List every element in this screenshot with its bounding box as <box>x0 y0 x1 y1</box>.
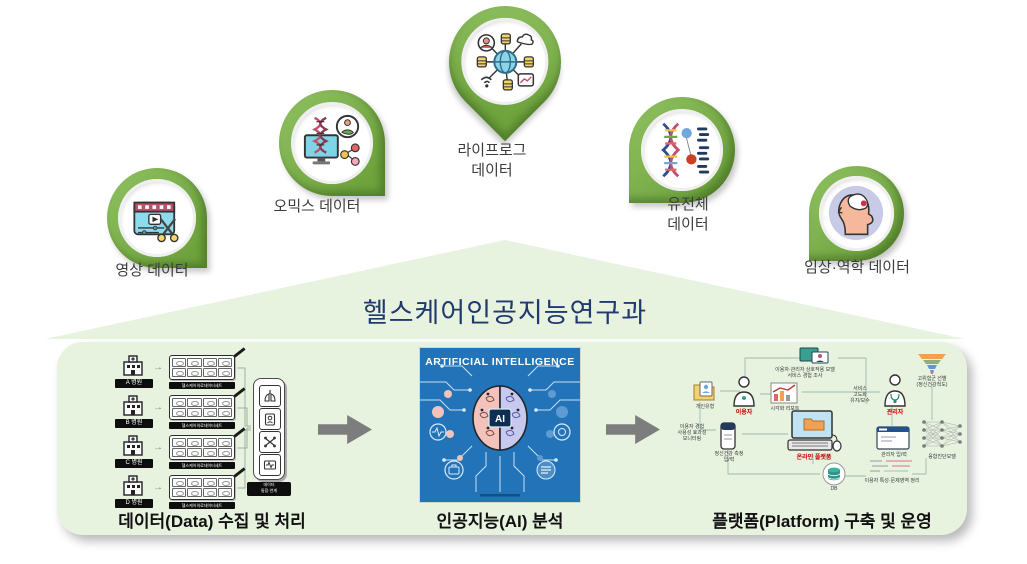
video-editing-icon <box>133 201 179 243</box>
emr-caption: 헬스케어의료데이터세트 <box>169 462 235 469</box>
profile-folder-icon <box>693 381 715 401</box>
genome-dna-icon <box>661 122 710 178</box>
clinical-head-icon <box>829 186 884 241</box>
flow-arrow-icon: → <box>153 482 163 493</box>
admin-label: 관리자 <box>886 410 904 416</box>
funnel-label: 고위험군 선별 (정신건강척도) <box>916 376 948 388</box>
analysis-label: 이용자 특성·문제영역 정리 <box>864 478 920 484</box>
hub-caption: 데이터 통합·연계 <box>247 482 291 496</box>
hospital-name-badge: B 병원 <box>115 419 153 428</box>
viz-chart-icon <box>770 382 798 404</box>
viz-label: 시각화 리포트 <box>770 406 800 412</box>
stage2-label: 인공지능(AI) 분석 <box>436 512 564 531</box>
measure-label: 정신건강 측정 입/력 <box>714 451 744 463</box>
maintain-label: 서비스 고도화 유지/보수 <box>850 386 870 404</box>
emr-caption: 헬스케어의료데이터세트 <box>169 502 235 509</box>
flow-arrow-icon: → <box>153 402 163 413</box>
admin-doctor-icon <box>884 374 906 407</box>
platform-computer-icon <box>787 410 842 452</box>
dual-screens-icon <box>799 347 829 364</box>
user-label: 이용자 <box>735 410 753 416</box>
dna-icon <box>259 431 281 453</box>
pin-label-lifelog: 라이프로그 데이터 <box>457 142 527 179</box>
stage3-connector-lines <box>699 357 933 477</box>
ai-chip-text: AI <box>495 414 505 425</box>
pin-inner-circle <box>118 179 196 257</box>
pin-label-video: 영상 데이터 <box>115 262 189 279</box>
pin-lifelog-data <box>425 0 585 142</box>
hospital-icon <box>123 395 143 416</box>
ai-banner-text: ARTIFICIAL INTELLIGENCE <box>425 356 575 368</box>
admin-io-label: 관리자 입/력 <box>881 452 907 458</box>
pin-inner-circle <box>290 101 374 185</box>
hospital-icon <box>123 435 143 456</box>
pin-inner-circle <box>640 108 724 192</box>
database-icon <box>822 462 846 486</box>
handwriting-notes-icon <box>870 460 912 472</box>
data-hub-panel <box>253 378 285 480</box>
emr-dataset-box <box>169 435 235 460</box>
stage1-connector-lines <box>237 367 251 489</box>
user-person-icon <box>733 376 755 407</box>
hospital-icon <box>123 475 143 496</box>
hospital-row: C 병원 → 헬스케어의료데이터세트 <box>95 427 310 472</box>
emr-dataset-box <box>169 355 235 380</box>
page-title: 헬스케어인공지능연구과 <box>362 298 648 328</box>
hospital-row: A 병원 → 헬스케어의료데이터세트 <box>95 347 310 392</box>
hospital-name-badge: A 병원 <box>115 379 153 388</box>
omics-data-icon <box>303 114 360 166</box>
emr-dataset-box <box>169 395 235 420</box>
stage3-label: 플랫폼(Platform) 구축 및 운영 <box>712 512 932 531</box>
hospital-row: D 병원 → 헬스케어의료데이터세트 <box>95 467 310 512</box>
emr-caption: 헬스케어의료데이터세트 <box>169 382 235 389</box>
pin-genome-data <box>629 97 735 203</box>
stage1-label: 데이터(Data) 수집 및 처리 <box>118 512 306 531</box>
pin-inner-circle <box>819 176 894 251</box>
pin-label-genome: 유전체 데이터 <box>667 196 709 233</box>
pin-label-omics: 오믹스 데이터 <box>273 198 361 215</box>
pin-video-data <box>107 168 207 268</box>
hospital-row: B 병원 → 헬스케어의료데이터세트 <box>95 387 310 432</box>
flow-arrow-icon: → <box>153 362 163 373</box>
profile-label: 개인유형 <box>695 404 715 410</box>
db-label: DB <box>830 486 838 492</box>
ai-brain-circuit-icon: ARTIFICIAL INTELLIGENCE AI <box>420 356 580 497</box>
funnel-chart-icon <box>918 354 946 374</box>
emr-caption: 헬스케어의료데이터세트 <box>169 422 235 429</box>
hospital-name-badge: C 병원 <box>115 459 153 468</box>
stage1-data-collection-diagram: A 병원 → 헬스케어의료데이터세트 B 병원 → 헬스케어의료 <box>95 347 310 509</box>
stage3-platform-diagram: 이용자·관리자 상호작용 모델 서비스 경험 조사 개인유형 이용자 시각화 리… <box>670 346 968 504</box>
hospital-name-badge: D 병원 <box>115 499 153 508</box>
pin-clinical-data <box>809 166 904 261</box>
hospital-icon <box>123 355 143 376</box>
lungs-icon <box>259 385 281 407</box>
stage2-ai-image: ARTIFICIAL INTELLIGENCE AI <box>420 348 580 502</box>
browser-window-icon <box>876 426 910 450</box>
measure-device-icon <box>720 422 736 450</box>
platform-label: 온라인 플랫폼 <box>796 455 832 461</box>
pin-inner-circle <box>461 18 549 106</box>
emr-dataset-box <box>169 475 235 500</box>
id-badge-icon <box>259 408 281 430</box>
screens-caption: 이용자·관리자 상호작용 모델 서비스 경험 조사 <box>775 367 835 379</box>
model-label: 융합진단모델 <box>928 454 956 460</box>
flow-arrow-icon: → <box>153 442 163 453</box>
lifelog-network-icon <box>476 33 534 91</box>
pin-omics-data <box>279 90 385 196</box>
monitor-label: 이용자 경험 사용성 효과성 모니터링 <box>677 424 707 442</box>
pin-label-clinical: 임상·역학 데이터 <box>804 259 910 276</box>
waveform-icon <box>259 454 281 476</box>
neural-network-icon <box>922 420 962 448</box>
